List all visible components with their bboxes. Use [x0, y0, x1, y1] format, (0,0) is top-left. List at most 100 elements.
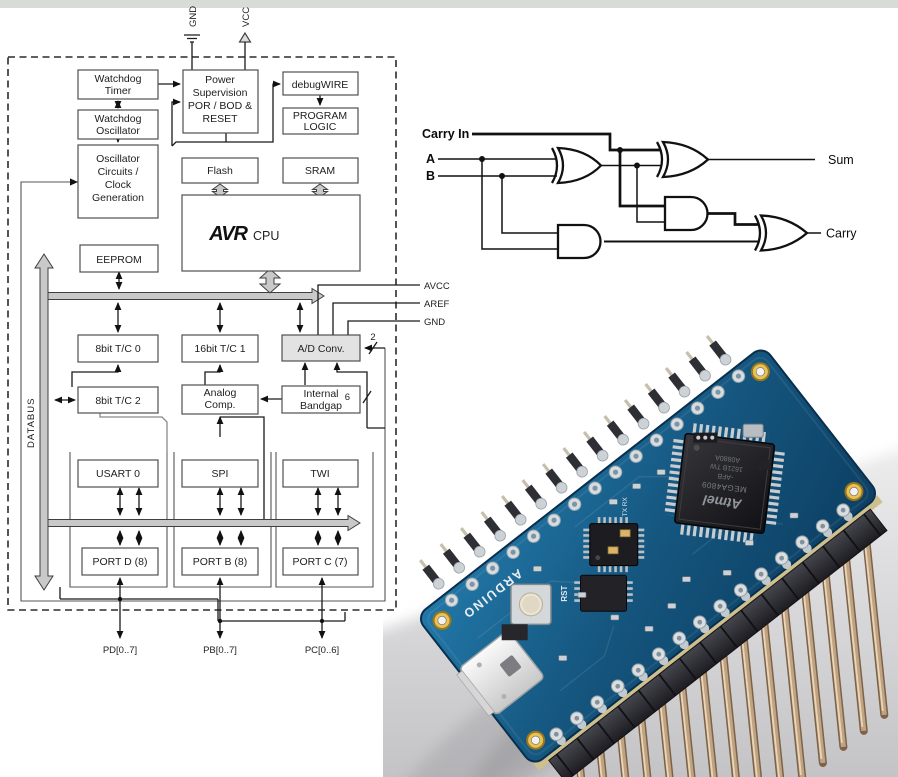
svg-text:PORT B (8): PORT B (8): [193, 556, 247, 568]
led-labels: TX RX: [622, 497, 629, 517]
reset-button: [510, 583, 552, 626]
header-plastic: [548, 508, 888, 777]
full-adder-circuit: Carry In A B Sum Carry: [422, 127, 857, 260]
carry-in-label: Carry In: [422, 127, 469, 141]
rx-led: [619, 529, 631, 538]
usb-esd-chip: [501, 624, 528, 641]
passives: [501, 423, 799, 661]
reset-label: RST: [560, 585, 569, 601]
cpu-suffix: CPU: [253, 229, 279, 243]
mcu-rev: -AFB: [717, 472, 734, 481]
block-avr-cpu: AVR CPU: [181, 194, 361, 272]
vcc-symbol: [238, 31, 252, 70]
ground-symbol: [184, 34, 200, 70]
carry-label: Carry: [826, 227, 857, 241]
svg-text:PORT C (7): PORT C (7): [292, 556, 347, 568]
signal-wires: [54, 80, 420, 639]
block-sram: SRAM: [282, 157, 359, 184]
adder-wires: [438, 132, 821, 250]
capacitor: [742, 423, 764, 438]
usb-connector: [456, 631, 544, 717]
xor-gate-1: [550, 146, 603, 185]
mcu-chip: Atmel MEGA4809 -AFB 1621B TW A0880A: [664, 423, 785, 544]
mcu-lot: 1621B TW: [709, 462, 743, 473]
block-portb: PORT B (8): [181, 547, 259, 576]
pcb-edge: [533, 495, 883, 771]
chip-boundary: [7, 56, 397, 611]
icsp-header: [693, 432, 718, 443]
mcu-brand: Atmel: [701, 492, 744, 513]
xor-gate-2: [655, 140, 710, 179]
trace: [574, 475, 675, 528]
trace: [559, 625, 615, 692]
sum-label: Sum: [828, 153, 854, 167]
top-gray-bar: [0, 0, 898, 8]
block-debugwire: debugWIRE: [282, 71, 359, 96]
svg-text:A/D Conv.: A/D Conv.: [297, 343, 344, 355]
gnd-rail-label: GND: [188, 6, 199, 27]
tx-led: [607, 546, 619, 555]
svg-text:TWI: TWI: [310, 468, 329, 480]
databus-label: DATABUS: [26, 398, 37, 448]
svg-text:Flash: Flash: [207, 165, 233, 177]
portd-pins-label: PD[0..7]: [103, 645, 137, 656]
sot-chip: [757, 459, 772, 470]
block-usart0: USART 0: [77, 459, 159, 488]
svg-text:debugWIRE: debugWIRE: [292, 79, 349, 91]
xor-gate-3: [753, 214, 809, 252]
block-flash: Flash: [181, 157, 259, 184]
and-gate-1: [663, 195, 709, 232]
block-portc: PORT C (7): [282, 547, 359, 576]
svg-text:SRAM: SRAM: [305, 165, 335, 177]
input-b-label: B: [426, 169, 435, 183]
svg-text:EEPROM: EEPROM: [96, 254, 142, 266]
portb-pins-label: PB[0..7]: [203, 645, 237, 656]
block-tc1: 16bit T/C 1: [181, 334, 259, 363]
block-eeprom: EEPROM: [79, 244, 159, 273]
vcc-rail-label: VCC: [241, 7, 252, 27]
qfn-chip: [583, 517, 645, 573]
portc-pins-label: PC[0..6]: [305, 645, 339, 656]
gnd-pin-label: GND: [424, 317, 445, 328]
power-rails: GND VCC: [184, 6, 252, 70]
avr-block-diagram: GND VCC DATABUS: [7, 6, 450, 656]
block-adc: A/D Conv.: [281, 334, 361, 362]
pcb: Atmel MEGA4809 -AFB 1621B TW A0880A: [415, 332, 891, 777]
mux-bus-width: 6: [345, 392, 350, 403]
avcc-label: AVCC: [424, 281, 450, 292]
block-tc0: 8bit T/C 0: [77, 334, 159, 363]
svg-text:8bit T/C 0: 8bit T/C 0: [95, 343, 140, 355]
adder-gates: [550, 140, 809, 260]
arduino-board-photo: Atmel MEGA4809 -AFB 1621B TW A0880A: [383, 330, 898, 777]
mcu-code: A0880A: [715, 453, 741, 463]
block-twi: TWI: [282, 459, 359, 488]
svg-text:USART 0: USART 0: [96, 468, 140, 480]
svg-text:PORT D (8): PORT D (8): [92, 556, 147, 568]
input-a-label: A: [426, 152, 435, 166]
aref-label: AREF: [424, 299, 450, 310]
svg-text:SPI: SPI: [212, 468, 229, 480]
svg-text:16bit T/C 1: 16bit T/C 1: [194, 343, 245, 355]
block-spi: SPI: [181, 459, 259, 488]
block-tc2: 8bit T/C 2: [77, 386, 159, 414]
cpu-brand: AVR: [208, 223, 248, 245]
adc-bus-width: 2: [370, 332, 375, 343]
and-gate-2: [556, 223, 602, 260]
mcu-markings: Atmel MEGA4809 -AFB 1621B TW A0880A: [701, 453, 747, 513]
svg-text:8bit T/C 2: 8bit T/C 2: [95, 395, 140, 407]
